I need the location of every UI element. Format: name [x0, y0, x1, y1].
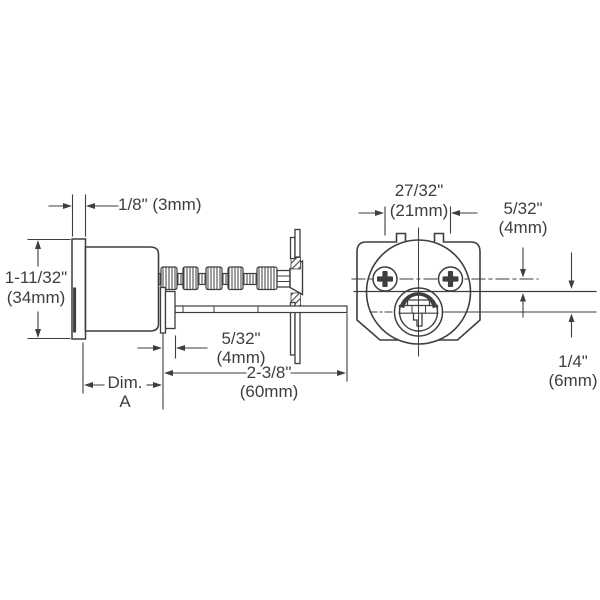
face-thickness-label: 1/8" (3mm)	[118, 195, 202, 214]
dim-a-label: Dim. A	[107, 373, 143, 411]
dim-tailpiece-offset	[568, 252, 575, 338]
cylinder-front-view	[351, 206, 597, 357]
dim-a	[82, 333, 164, 410]
knurled-stem	[157, 266, 278, 291]
center-offset-label: 5/32" (4mm)	[498, 199, 548, 237]
keyway-slot	[412, 312, 423, 327]
cylinder-body	[84, 246, 160, 332]
cylinder-side-view	[27, 194, 348, 410]
dim-center-offset	[520, 247, 526, 318]
dim-face-thickness	[48, 194, 119, 237]
collar-width-label: 5/32" (4mm)	[216, 329, 266, 367]
plate-hatch-upper	[290, 257, 301, 270]
dim-cylinder-height	[27, 238, 71, 340]
cylinder-height-label: 1-11/32" (34mm)	[4, 268, 68, 307]
phillips-screw-left	[372, 266, 398, 292]
phillips-screw-right	[437, 266, 464, 292]
dim-collar-width	[137, 335, 208, 359]
tailpiece-bar	[174, 305, 348, 314]
retainer-bracket	[159, 286, 176, 334]
overall-length-label: 2-3/8" (60mm)	[239, 363, 299, 401]
dim-screw-spacing	[358, 206, 478, 236]
dim-overall-length	[164, 313, 348, 382]
screw-spacing-label: 27/32" (21mm)	[389, 181, 449, 220]
mounting-plate	[289, 228, 301, 365]
tailpiece-offset-label: 1/4" (6mm)	[548, 352, 598, 390]
